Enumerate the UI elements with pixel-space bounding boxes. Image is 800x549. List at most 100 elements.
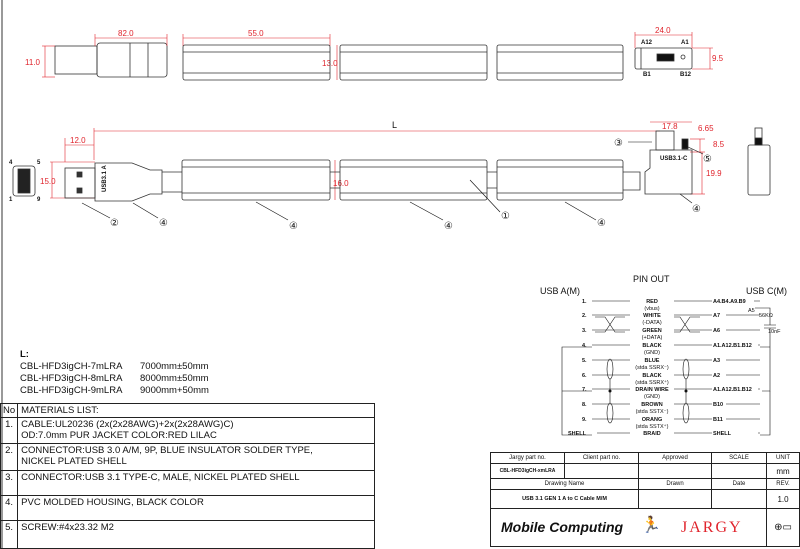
wire-color: BROWN [641,402,662,408]
pin-label-a1: A1 [681,40,689,46]
dim-plug-a-length: 82.0 [118,29,134,38]
part-number: CBL-HFD3igCH-8mLRA [20,373,123,384]
company-logos: Mobile Computing 🏃 JARGY [490,508,767,547]
balloon-4: ④ [692,204,701,215]
balloon-5: ⑤ [703,154,712,165]
label-bg [712,371,726,378]
label-bg [630,311,674,318]
part-number: CBL-HFD3igCH-7mLRA [20,361,123,372]
pin-c-number: B11 [713,417,723,423]
length-value: 8000mm±50mm [140,373,209,384]
pin-label-5: 5 [37,160,41,166]
drawn [638,489,712,509]
title-block-headers-2: Drawing Name Drawn Date REV. [490,478,800,490]
label-bg [630,400,674,407]
header-rev: REV. [766,478,800,490]
pin-a-number: 6. [582,373,587,379]
header-date: Date [711,478,767,490]
pin-label-9: 9 [37,197,41,203]
dim-typec-body: 17.8 [662,122,678,131]
pinout-row: 1.RED(vbus)A4.B4.A9.B9 [582,297,760,312]
pin-label-a12: A12 [641,40,653,46]
pin-c-number: A4.B4.A9.B9 [713,299,746,305]
pin-label-4: 4 [9,160,13,166]
material-no: 5. [0,520,19,549]
balloon-4: ④ [444,221,453,232]
balloon-4: ④ [159,218,168,229]
usb-a-mark: USB3.1 A [102,165,108,192]
jargy-logo: JARGY [681,519,743,536]
material-row: 4.PVC MOLDED HOUSING, BLACK COLOR [0,495,375,521]
header-approved: Approved [638,452,712,464]
length-value: 9000mm+50mm [140,385,209,396]
material-line: NICKEL PLATED SHELL [21,456,127,467]
pin-c-number: B10 [713,402,723,408]
header-unit: UNIT [766,452,800,464]
pin-a-number: 9. [582,417,587,423]
pin-a-number: 2. [582,313,587,319]
jargy-part-no: CBL-HFD3igCH-xmLRA [490,463,565,479]
wire-color: BLACK [642,373,661,379]
material-row: 2.CONNECTOR:USB 3.0 A/M, 9P, BLUE INSULA… [0,443,375,471]
typec-end-view [634,47,693,70]
cable-segments-middle [181,159,624,201]
header-drawn: Drawn [638,478,712,490]
scale [711,463,767,479]
dim-typec-height: 9.5 [712,54,724,63]
dim-overall-length: L [392,120,397,130]
leader-lines [81,141,704,221]
date [711,489,767,509]
unit-value: mm [766,463,800,479]
dim-typec-body-height: 19.9 [706,169,722,178]
wire-signal: (stda SSTX⁺) [636,423,669,430]
part-number: CBL-HFD3igCH-9mLRA [20,385,123,396]
pinout-row: 5.BLUE(stda SSRX⁻)A3 [582,356,760,371]
dim-typec-width: 24.0 [655,26,671,35]
wire-color: BLUE [645,358,660,364]
title-block-headers: Jargy part no. Client part no. Approved … [490,452,800,464]
material-row: 3.CONNECTOR:USB 3.1 TYPE-C, MALE, NICKEL… [0,470,375,496]
label-bg [630,429,674,436]
material-line: CABLE:UL20236 (2x(2x28AWG)+2x(2x28AWG)C) [21,419,234,430]
dim-typec-tip: 6.65 [698,124,714,133]
label-bg [712,297,754,304]
label-bg [712,415,726,422]
header-jargy-part-no: Jargy part no. [490,452,565,464]
pin-c-number: A1.A12.B1.B12 [713,387,752,393]
header-client-part-no: Client part no. [564,452,639,464]
label-bg [712,341,758,348]
pinout-diagram: PIN OUT USB A(M) USB C(M) A5 56KΩ 10nF 1… [540,274,787,437]
material-desc: CABLE:UL20236 (2x(2x28AWG)+2x(2x28AWG)C)… [17,417,375,444]
wire-color: RED [646,299,658,305]
callout-balloons: ② ④ ④ ④ ① ④ ③ ⑤ ④ [110,138,712,232]
pin-a-number: 7. [582,387,587,393]
a5-label: A5 [748,308,755,314]
balloon-1: ① [501,211,510,222]
wire-color: WHITE [643,313,661,319]
material-desc: PVC MOLDED HOUSING, BLACK COLOR [17,495,375,521]
wire-color: BLACK [642,343,661,349]
pin-a-number: 1. [582,299,587,305]
pinout-title: PIN OUT [633,274,670,284]
label-bg [712,356,726,363]
wire-signal: (-DATA) [642,320,662,326]
wire-signal: (GND) [644,394,660,400]
label-bg [630,356,674,363]
pin-a-number: 8. [582,402,587,408]
dim-segment-length: 55.0 [248,29,264,38]
pinout-row: 6.BLACK(stda SSRX⁺)A2 [582,371,760,386]
material-no: 1. [0,417,19,444]
pinout-row: 4.BLACK(GND)A1.A12.B1.B12 [582,341,760,356]
wire-signal: (stda SSTX⁻) [636,409,669,415]
dim-plug-a-tip: 12.0 [70,136,86,145]
pin-c-number: A6 [713,328,720,334]
pin-c-number: SHELL [713,431,732,437]
title-block: Jargy part no. Client part no. Approved … [490,452,800,547]
material-line: SCREW:#4x23.32 M2 [21,522,114,533]
material-no: 3. [0,470,19,496]
wire-signal: (GND) [644,350,660,356]
